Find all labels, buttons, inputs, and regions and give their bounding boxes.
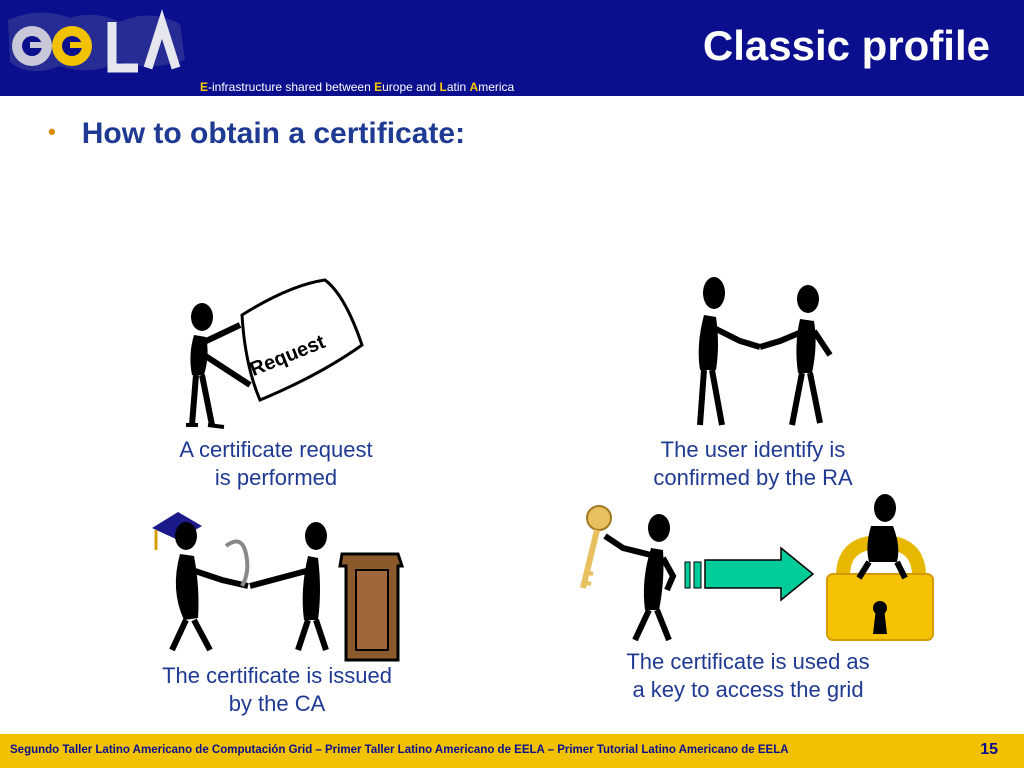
step-4-line2: a key to access the grid [632, 677, 864, 702]
tagline-part2: urope and [382, 80, 440, 94]
tagline: E-infrastructure shared between Europe a… [200, 80, 514, 94]
key-access-figure [580, 494, 934, 642]
eela-logo [8, 9, 185, 73]
ca-issue-figure [152, 512, 405, 662]
page-number: 15 [980, 741, 998, 758]
step-3-line2: by the CA [228, 691, 326, 716]
step-4-line1: The certificate is used as [626, 649, 870, 674]
slide-title: Classic profile [702, 22, 990, 69]
bullet-heading: • How to obtain a certificate: [48, 117, 465, 151]
tagline-l: L [439, 80, 447, 94]
step-2-line2: confirmed by the RA [653, 465, 853, 490]
step-caption-ra: The user identify is confirmed by the RA [618, 436, 888, 492]
step-caption-ca: The certificate is issued by the CA [136, 662, 418, 718]
tagline-part4: merica [478, 80, 515, 94]
tagline-part3: atin [446, 80, 470, 94]
footer-text: Segundo Taller Latino Americano de Compu… [10, 744, 789, 756]
tagline-e: E [200, 80, 209, 94]
tagline-eu: E [374, 80, 383, 94]
tagline-a: A [469, 80, 479, 94]
handshake-figure [697, 277, 833, 426]
bullet-dot: • [48, 119, 56, 144]
request-figure: Request [186, 278, 364, 429]
step-caption-key: The certificate is used as a key to acce… [598, 648, 898, 704]
step-2-line1: The user identify is [660, 437, 846, 462]
tagline-part1: -infrastructure shared between [208, 80, 375, 94]
step-1-line1: A certificate request [179, 437, 373, 462]
header-bar: Classic profile E-infrastructure shared … [0, 0, 1024, 96]
step-3-line1: The certificate is issued [162, 663, 392, 688]
footer-bar: Segundo Taller Latino Americano de Compu… [0, 734, 1024, 768]
step-caption-request: A certificate request is performed [146, 436, 406, 492]
step-1-line2: is performed [214, 465, 338, 490]
bullet-text: How to obtain a certificate: [81, 117, 466, 150]
